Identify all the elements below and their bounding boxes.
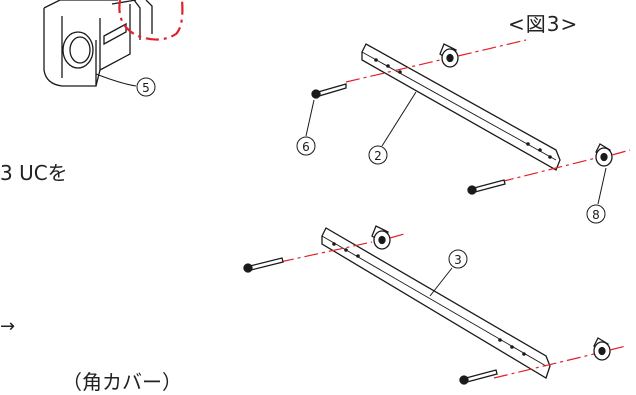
axis-lines-lower: [279, 233, 627, 379]
side-text-uc: 3 UCを: [0, 161, 68, 185]
figure-label: <図3>: [508, 12, 579, 36]
callout-6: [296, 136, 316, 156]
callout-5: [136, 77, 156, 97]
arrow-glyph: →: [0, 316, 16, 337]
bracket-2-holes: [374, 58, 552, 159]
spacer-8: [595, 143, 613, 167]
screw-lower-a: [243, 257, 284, 273]
highlight-circle: [118, 0, 184, 41]
bracket-2: [361, 43, 561, 171]
axis-lines-upper: [345, 39, 631, 183]
callout-6-label: 6: [302, 140, 310, 154]
callout-3-label: 3: [454, 253, 462, 267]
callout-8: [586, 204, 606, 224]
side-text-cover: （角カバー）: [62, 370, 182, 394]
spacer-lower-b: [593, 337, 611, 361]
bracket-3: [321, 227, 551, 379]
callout-2: [368, 145, 388, 165]
callout-2-label: 2: [374, 149, 382, 163]
diagram-canvas: 5 6 2: [43, 0, 631, 385]
screw-upper-b: [467, 179, 506, 195]
callout-5-label: 5: [142, 81, 150, 95]
assembly-diagram: 5 6 2: [43, 0, 631, 385]
spacer-lower-a: [371, 225, 391, 250]
callout-3: [448, 249, 468, 269]
screw-lower-b: [459, 369, 498, 385]
callout-8-label: 8: [592, 208, 600, 222]
screw-6: [311, 83, 347, 99]
corner-cover-part: [43, 0, 153, 87]
bracket-3-holes: [332, 242, 526, 356]
spacer-upper-a: [439, 43, 459, 68]
